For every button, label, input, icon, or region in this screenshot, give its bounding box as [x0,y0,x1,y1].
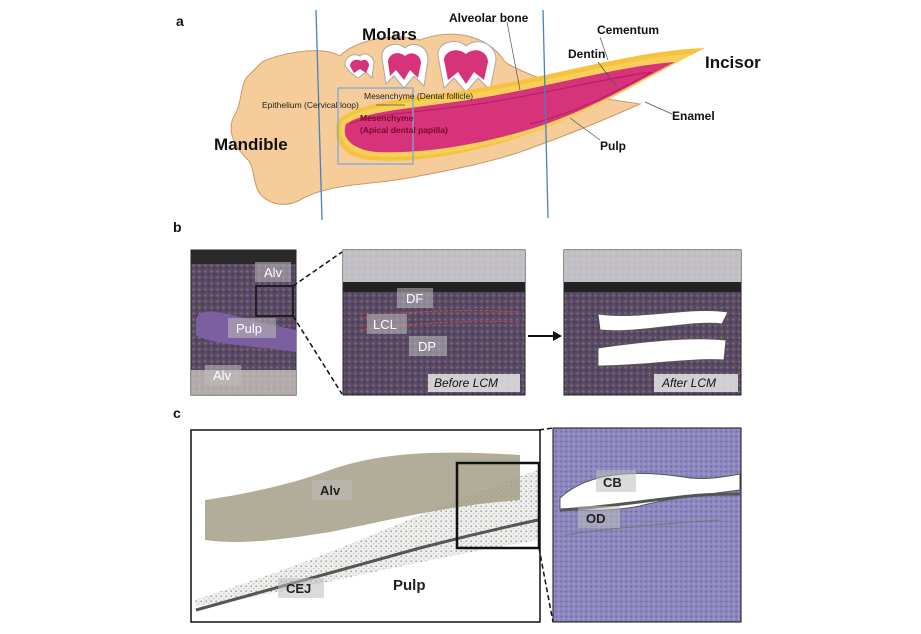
tag-pulp-b: Pulp [236,321,262,336]
zoom-box-c [455,461,541,550]
label-apical-dental-papilla: (Apical dental papilla) [360,125,448,135]
zoom-line-c-bottom [538,547,554,623]
tag-dp: DP [418,339,436,354]
tag-box-cb [596,470,636,492]
mandible-diagram [230,9,705,221]
tag-df: DF [406,291,423,306]
zoom-line-c-top [538,427,554,431]
tag-box-od [578,506,620,528]
tag-box-alv-c [312,480,352,500]
label-pulp-a: Pulp [600,139,626,153]
zoom-line-bottom [292,315,343,395]
tag-box-alv-bottom [205,365,241,385]
label-enamel: Enamel [672,109,715,123]
label-dentin: Dentin [568,47,605,61]
section-line-left [315,9,323,221]
label-epithelium: Epithelium (Cervical loop) [262,100,359,110]
zoom-box-b1 [255,285,294,317]
micrograph-c-left [190,429,541,623]
caption-box-before [428,374,520,392]
tag-alv-top: Alv [264,265,283,280]
label-mandible: Mandible [214,135,288,154]
incisor-pulp [344,62,675,153]
label-molars: Molars [362,25,417,44]
tag-box-alv-top [255,262,291,282]
label-alveolar-bone: Alveolar bone [449,11,529,25]
panel-label-a: a [176,13,184,29]
tag-box-df [397,288,433,308]
tag-box-lcl [367,314,407,334]
tag-cb: CB [603,475,622,490]
caption-after-lcm: After LCM [661,376,716,390]
label-incisor: Incisor [705,53,761,72]
tag-lcl: LCL [373,317,397,332]
tag-od: OD [586,511,606,526]
panel-label-c: c [173,405,181,421]
label-mesenchyme-papilla: Mesenchyme [360,113,414,123]
molar-teeth [344,41,497,93]
label-mesenchyme-follicle: Mesenchyme (Dental follicle) [364,91,473,101]
tag-cej: CEJ [286,581,311,596]
tag-alv-bottom: Alv [213,368,232,383]
tag-box-cej [278,578,324,598]
cervical-loop-box [337,87,414,165]
arrow-head-icon [553,331,562,341]
caption-before-lcm: Before LCM [434,376,498,390]
caption-box-after [654,374,738,392]
zoom-line-top [292,251,343,287]
tag-alv-c: Alv [320,483,341,498]
label-cementum: Cementum [597,23,659,37]
tag-pulp-c: Pulp [393,577,426,594]
section-line-right [542,9,549,219]
tag-box-pulp-b [228,318,276,338]
panel-label-b: b [173,219,182,235]
micrograph-after-lcm [563,249,742,396]
tag-box-dp [409,336,447,356]
